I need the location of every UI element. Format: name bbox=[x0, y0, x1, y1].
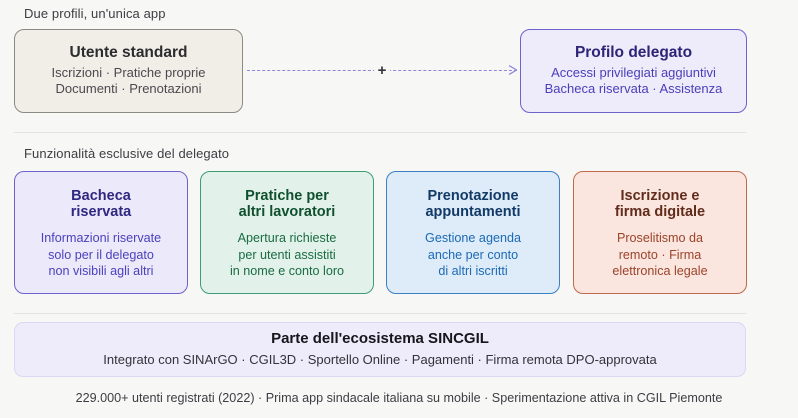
feature-card-title-line1: Iscrizione e bbox=[620, 187, 700, 204]
card-profilo-delegato-line1: Accessi privilegiati aggiuntivi bbox=[551, 64, 716, 80]
feature-card-body-line2: anche per conto bbox=[427, 247, 519, 262]
card-utente-standard[interactable]: Utente standard Iscrizioni · Pratiche pr… bbox=[14, 29, 243, 113]
feature-card-bacheca-riservata[interactable]: Bacheca riservata Informazioni riservate… bbox=[14, 171, 188, 294]
feature-card-body-line1: Gestione agenda bbox=[425, 231, 521, 246]
feature-card-title: Iscrizione e firma digitale bbox=[615, 188, 705, 222]
feature-card-iscrizione-firma-digitale[interactable]: Iscrizione e firma digitale Proselitismo… bbox=[573, 171, 747, 294]
divider-top bbox=[14, 132, 746, 133]
feature-card-body-line3: di altri iscritti bbox=[438, 263, 508, 278]
feature-card-title-line1: Bacheca bbox=[71, 187, 131, 204]
feature-card-title-line2: firma digitale bbox=[614, 204, 706, 221]
ecosystem-banner[interactable]: Parte dell'ecosistema SINCGIL Integrato … bbox=[14, 322, 746, 377]
divider-bottom bbox=[14, 313, 746, 314]
feature-card-body-line3: elettronica legale bbox=[612, 263, 708, 278]
feature-card-body-line3: non visibili agli altri bbox=[48, 263, 154, 278]
feature-card-body-line3: in nome e conto loro bbox=[229, 263, 345, 278]
ecosystem-banner-subtitle: Integrato con SINArGO · CGIL3D · Sportel… bbox=[103, 352, 657, 368]
feature-card-title-line1: Pratiche per bbox=[245, 187, 329, 204]
feature-card-body-line1: Informazioni riservate bbox=[40, 231, 162, 246]
feature-card-body-line2: solo per il delegato bbox=[48, 247, 154, 262]
feature-card-body-line1: Proselitismo da bbox=[616, 231, 704, 246]
card-profilo-delegato-title: Profilo delegato bbox=[574, 43, 693, 61]
feature-card-body: Apertura richieste per utenti assistiti … bbox=[230, 230, 344, 279]
card-utente-standard-line2: Documenti · Prenotazioni bbox=[55, 81, 202, 97]
feature-card-title-line2: riservata bbox=[70, 204, 132, 221]
card-profilo-delegato[interactable]: Profilo delegato Accessi privilegiati ag… bbox=[520, 29, 747, 113]
footer-note: 229.000+ utenti registrati (2022) · Prim… bbox=[75, 391, 723, 405]
card-utente-standard-line1: Iscrizioni · Pratiche proprie bbox=[51, 64, 206, 80]
feature-card-body-line1: Apertura richieste bbox=[237, 231, 337, 246]
feature-card-title-line1: Prenotazione bbox=[427, 187, 519, 204]
feature-card-body-line2: per utenti assistiti bbox=[238, 247, 336, 262]
feature-card-title: Prenotazione appuntamenti bbox=[425, 188, 520, 222]
arrowhead-icon bbox=[509, 65, 518, 75]
feature-card-body: Proselitismo da remoto · Firma elettroni… bbox=[612, 230, 707, 279]
ecosystem-banner-title: Parte dell'ecosistema SINCGIL bbox=[271, 329, 489, 347]
section-caption-top: Due profili, un'unica app bbox=[24, 6, 166, 21]
feature-card-title-line2: altri lavoratori bbox=[238, 204, 336, 221]
card-utente-standard-title: Utente standard bbox=[69, 43, 188, 61]
section-caption-middle: Funzionalità esclusive del delegato bbox=[24, 146, 230, 161]
feature-card-body-line2: remoto · Firma bbox=[618, 247, 702, 262]
feature-card-body: Informazioni riservate solo per il deleg… bbox=[41, 230, 161, 279]
feature-card-title: Pratiche per altri lavoratori bbox=[239, 188, 336, 222]
connector-arrow: + bbox=[247, 60, 518, 82]
feature-card-body: Gestione agenda anche per conto di altri… bbox=[425, 230, 521, 279]
plus-icon: + bbox=[374, 60, 390, 82]
feature-card-title-line2: appuntamenti bbox=[425, 204, 521, 221]
feature-card-title: Bacheca riservata bbox=[71, 188, 131, 222]
feature-card-pratiche-altri-lavoratori[interactable]: Pratiche per altri lavoratori Apertura r… bbox=[200, 171, 374, 294]
card-profilo-delegato-line2: Bacheca riservata · Assistenza bbox=[544, 81, 723, 97]
feature-card-prenotazione-appuntamenti[interactable]: Prenotazione appuntamenti Gestione agend… bbox=[386, 171, 560, 294]
